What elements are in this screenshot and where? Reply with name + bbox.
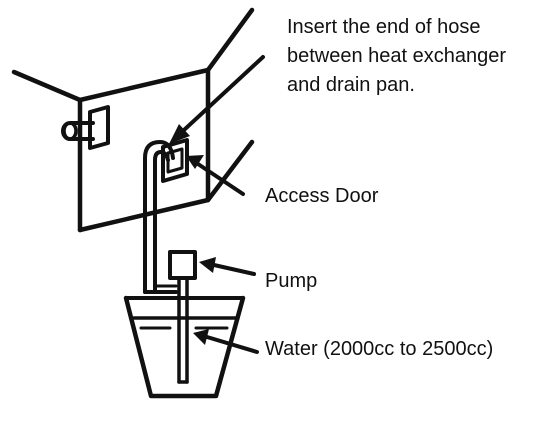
unit-top-edge — [11, 67, 211, 103]
instruction-label: Insert the end of hose between heat exch… — [287, 13, 506, 100]
instruction-line-1: Insert the end of hose — [287, 16, 481, 38]
drain-hose — [143, 140, 178, 294]
instruction-arrow-line — [182, 55, 265, 132]
water-label: Water (2000cc to 2500cc) — [265, 338, 494, 360]
access-door-label: Access Door — [265, 185, 379, 207]
access-door-arrow-line — [196, 162, 245, 196]
access-door-arrow-head — [186, 155, 204, 169]
instruction-line-3: and drain pan. — [287, 74, 415, 96]
unit-back-edge-top — [205, 7, 255, 73]
instruction-line-2: between heat exchanger — [287, 45, 507, 67]
access-door — [161, 138, 189, 183]
side-fitting — [61, 105, 110, 150]
indoor-unit — [11, 7, 255, 233]
water-arrow-head — [193, 329, 209, 345]
instruction-arrow-head — [169, 124, 190, 144]
pump-arrow-head — [199, 257, 216, 273]
pump-arrow-line — [212, 263, 256, 276]
pump-label: Pump — [265, 270, 318, 292]
water-arrow-line — [205, 335, 259, 354]
unit-back-edge-bottom — [205, 139, 255, 203]
water-container — [123, 295, 246, 399]
pointer-arrows — [182, 55, 265, 354]
pump — [168, 250, 197, 384]
